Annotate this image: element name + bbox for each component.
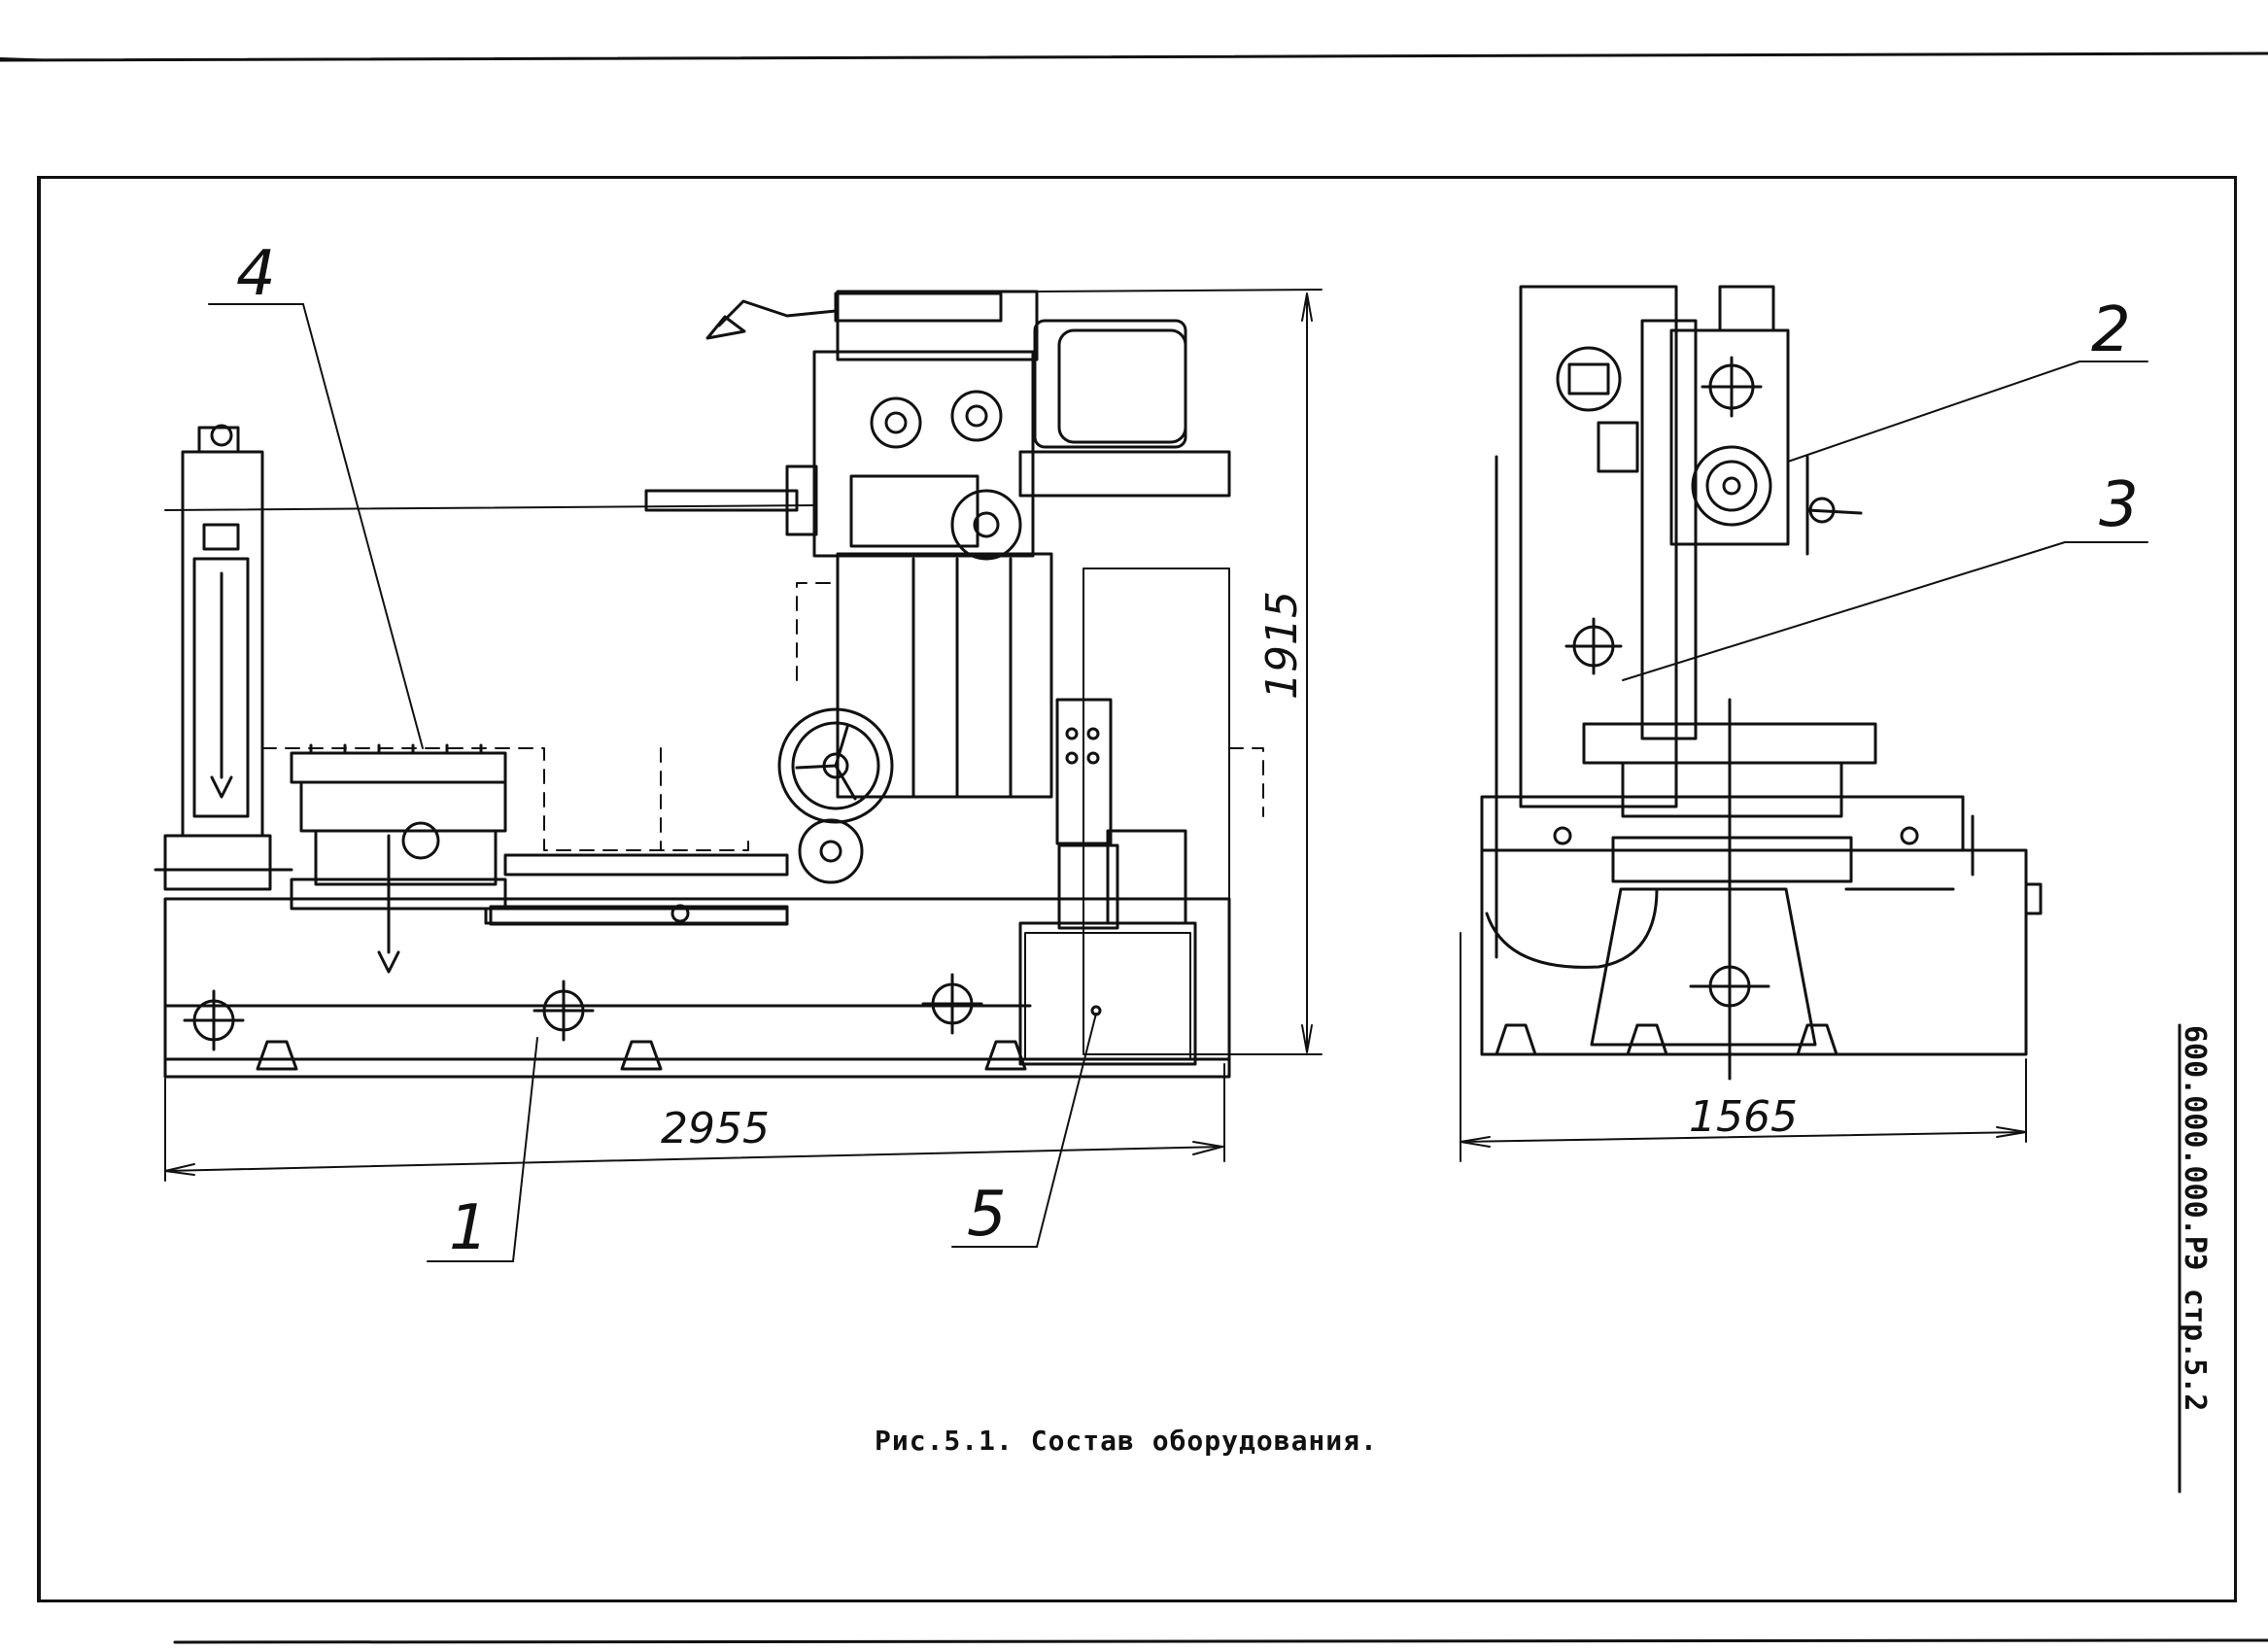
callout-1: 1	[449, 1192, 489, 1264]
side-column	[1495, 285, 1698, 959]
length-dimension-label: 2955	[661, 1104, 770, 1153]
height-dimension-label: 1915	[1257, 591, 1307, 700]
main-column	[836, 552, 1230, 1055]
callout-4: 4	[236, 238, 276, 310]
width-dimension-label: 1565	[1689, 1092, 1798, 1142]
document-number: 600.000.000.РЭ стр.5.2	[2178, 1025, 2212, 1412]
side-base	[1480, 848, 2043, 1056]
tail-column	[154, 424, 293, 891]
sheet-top-border	[0, 52, 2268, 1644]
callout-2: 2	[2091, 294, 2131, 366]
side-headstock	[1669, 285, 1863, 556]
feed-handwheel	[777, 707, 894, 884]
electrical-cabinet	[1018, 829, 1197, 1066]
control-pendant	[1055, 698, 1119, 930]
length-dimension	[164, 1063, 1225, 1182]
callout-5: 5	[967, 1179, 1007, 1251]
callout-3: 3	[2099, 469, 2139, 541]
callout-leaders	[208, 303, 1097, 1262]
saddle-rails	[484, 853, 789, 926]
main-motor	[1018, 319, 1231, 498]
front-view	[154, 289, 1323, 1262]
phantom-outlines	[261, 582, 1264, 851]
figure-caption: Рис.5.1. Состав оборудования.	[875, 1425, 1378, 1457]
drawing-frame	[37, 176, 2237, 1602]
height-dimension	[1034, 289, 1323, 1055]
side-callout-leaders	[1622, 361, 2148, 681]
side-view	[1460, 285, 2182, 1494]
width-dimension	[1460, 932, 2027, 1162]
